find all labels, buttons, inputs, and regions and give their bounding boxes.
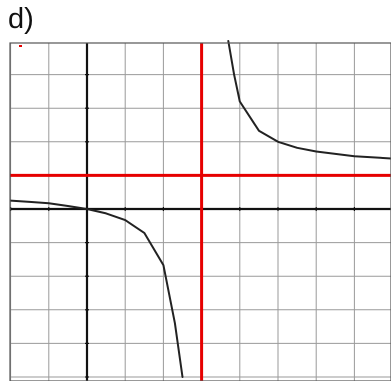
origin-marker — [19, 45, 22, 47]
curve-branch-right — [227, 40, 391, 160]
plot-frame — [9, 42, 391, 381]
panel-label: d) — [8, 3, 34, 35]
asymptotes — [10, 43, 391, 381]
curve-branch-left — [9, 199, 184, 378]
curve — [9, 40, 391, 378]
